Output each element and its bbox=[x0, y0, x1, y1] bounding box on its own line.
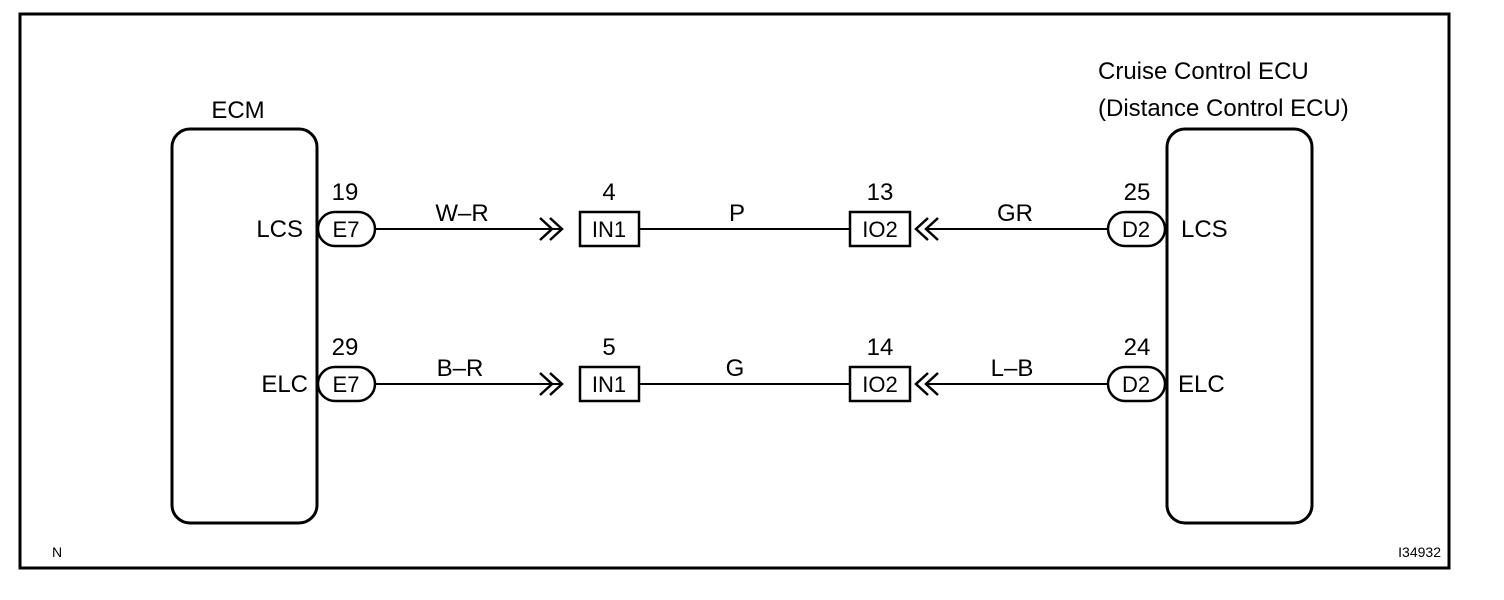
wire-color-mid: G bbox=[726, 355, 745, 382]
diagram-frame bbox=[18, 12, 1451, 570]
wire-color-right: GR bbox=[997, 200, 1033, 227]
chevron-right-icon bbox=[549, 372, 564, 396]
chevron-right-icon bbox=[539, 372, 554, 396]
mid2-pin-number: 14 bbox=[867, 334, 894, 361]
chevron-left-icon bbox=[914, 372, 929, 396]
mid1-connector-code: IN1 bbox=[592, 372, 626, 397]
wire-color-right: L–B bbox=[991, 355, 1034, 382]
ecm-title: ECM bbox=[211, 97, 264, 124]
mid1-connector-code: IN1 bbox=[592, 217, 626, 242]
left-connector-code: E7 bbox=[333, 372, 360, 397]
right-connector bbox=[1106, 210, 1167, 248]
ecu-terminal-label: ELC bbox=[1178, 371, 1225, 398]
ecm-block bbox=[170, 127, 319, 525]
wire-color-mid: P bbox=[729, 200, 745, 227]
mid2-pin-number: 13 bbox=[867, 179, 894, 206]
circuit-lcs: LCS 19 E7 W–R 4 IN1 P 13 IO2 GR 25 D2 LC… bbox=[256, 179, 1228, 248]
ecu-title-line1: Cruise Control ECU bbox=[1098, 58, 1309, 85]
mid1-pin-number: 5 bbox=[602, 334, 615, 361]
mid2-connector-code: IO2 bbox=[862, 372, 897, 397]
right-connector-code: D2 bbox=[1122, 372, 1150, 397]
mid2-connector-code: IO2 bbox=[862, 217, 897, 242]
right-pin-number: 25 bbox=[1124, 179, 1151, 206]
chevron-right-icon bbox=[549, 217, 564, 241]
left-pin-number: 19 bbox=[332, 179, 359, 206]
wire-color-left: B–R bbox=[437, 355, 484, 382]
left-connector-code: E7 bbox=[333, 217, 360, 242]
right-pin-number: 24 bbox=[1124, 334, 1151, 361]
mid2-connector bbox=[848, 210, 912, 248]
right-connector bbox=[1106, 365, 1167, 403]
left-pin-number: 29 bbox=[332, 334, 359, 361]
ecu-title-line2: (Distance Control ECU) bbox=[1098, 95, 1349, 122]
ecu-block bbox=[1165, 127, 1314, 525]
wire-color-left: W–R bbox=[435, 200, 488, 227]
chevron-left-icon bbox=[914, 217, 929, 241]
circuit-elc: ELC 29 E7 B–R 5 IN1 G 14 IO2 L–B 24 D2 E… bbox=[261, 334, 1225, 403]
ecm-terminal-label: LCS bbox=[256, 216, 303, 243]
mid2-connector bbox=[848, 365, 912, 403]
ecu-terminal-label: LCS bbox=[1181, 216, 1228, 243]
figure-id: I34932 bbox=[1398, 544, 1441, 560]
corner-label: N bbox=[52, 544, 62, 560]
ecm-terminal-label: ELC bbox=[261, 371, 308, 398]
right-connector-code: D2 bbox=[1122, 217, 1150, 242]
chevron-right-icon bbox=[539, 217, 554, 241]
mid1-pin-number: 4 bbox=[602, 179, 615, 206]
